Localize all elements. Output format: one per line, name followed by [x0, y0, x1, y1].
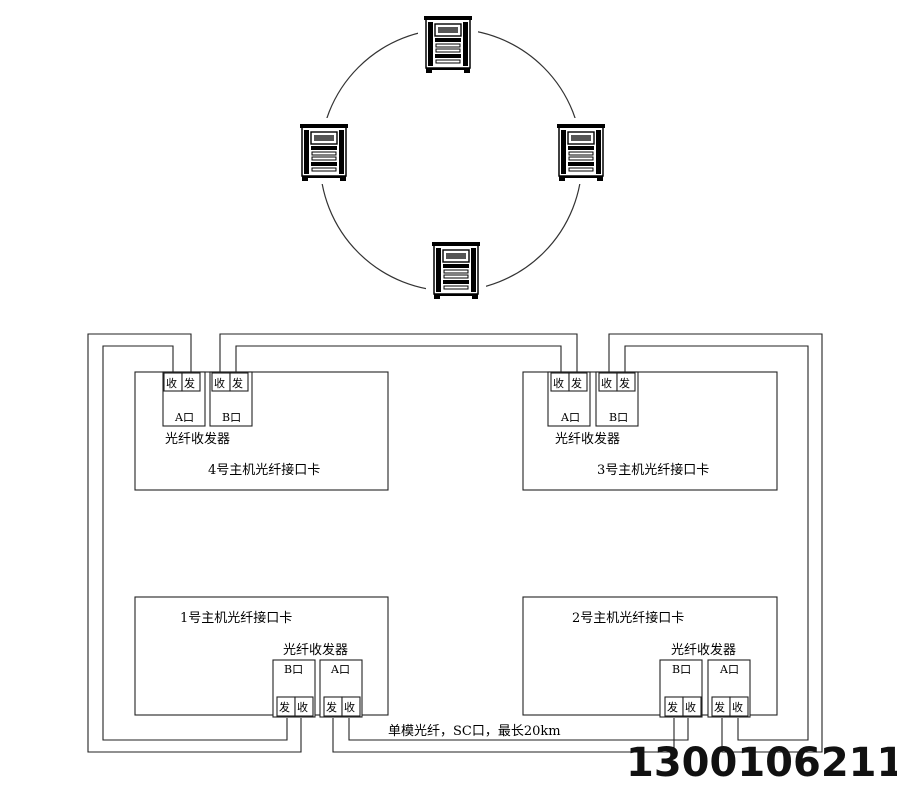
- card-4-title: 4号主机光纤接口卡: [208, 462, 320, 478]
- card-4-b-rx: 收: [214, 376, 225, 390]
- card-4-transceiver-label: 光纤收发器: [165, 431, 230, 447]
- card-3-a-rx: 收: [553, 376, 564, 390]
- card-2-a-tx: 发: [714, 700, 725, 714]
- card-3-a-tx: 发: [571, 376, 582, 390]
- server-cabinet-icon: [551, 118, 611, 184]
- card-4: 收 发 收 发 A口 B口 光纤收发器 4号主机光纤接口卡: [134, 371, 389, 491]
- fiber-cable: [87, 333, 302, 753]
- fiber-cable: [624, 345, 809, 741]
- card-1: 发 收 发 收 B口 A口 光纤收发器 1号主机光纤接口卡: [134, 596, 389, 718]
- card-3-title: 3号主机光纤接口卡: [597, 462, 709, 478]
- card-2-b-rx-cell: [682, 696, 702, 717]
- card-4-a-tx-cell: [181, 372, 201, 392]
- card-1-a-tx: 发: [326, 700, 337, 714]
- phone-number-watermark: 13001062119: [626, 740, 897, 786]
- card-2-transceiver-label: 光纤收发器: [671, 642, 736, 658]
- fiber-cable: [235, 345, 562, 373]
- fiber-cable: [219, 333, 578, 373]
- card-1-a-rx: 收: [344, 700, 355, 714]
- card-1-transceiver-label: 光纤收发器: [283, 642, 348, 658]
- card-4-port-a-label: A口: [174, 411, 194, 424]
- server-cabinet-icon: [426, 236, 486, 302]
- card-2-port-a-label: A口: [719, 663, 739, 676]
- card-3-transceiver-label: 光纤收发器: [555, 431, 620, 447]
- card-1-port-a-label: A口: [330, 663, 350, 676]
- card-2-title: 2号主机光纤接口卡: [572, 610, 684, 626]
- card-4-b-tx-cell: [229, 372, 249, 392]
- server-cabinet-icon: [294, 118, 354, 184]
- fiber-cable: [332, 718, 675, 753]
- card-2: 发 收 发 收 B口 A口 光纤收发器 2号主机光纤接口卡: [522, 596, 778, 718]
- card-1-b-rx: 收: [297, 700, 308, 714]
- card-1-b-tx: 发: [279, 700, 290, 714]
- card-4-b-tx: 发: [232, 376, 243, 390]
- server-cabinet-icon: [418, 10, 478, 76]
- card-1-panel: [134, 596, 389, 716]
- card-3-port-b-label: B口: [609, 411, 628, 424]
- card-3-port-a-label: A口: [560, 411, 580, 424]
- card-3: 收 发 收 发 A口 B口 光纤收发器 3号主机光纤接口卡: [522, 371, 778, 491]
- fiber-cable: [348, 718, 689, 741]
- card-2-port-b-label: B口: [672, 663, 691, 676]
- card-3-b-rx: 收: [601, 376, 612, 390]
- card-2-b-tx: 发: [667, 700, 678, 714]
- card-2-a-rx-cell: [729, 696, 749, 717]
- card-4-a-tx: 发: [184, 376, 195, 390]
- card-1-title: 1号主机光纤接口卡: [180, 610, 292, 626]
- fiber-cables: [87, 333, 823, 753]
- card-2-b-rx: 收: [685, 700, 696, 714]
- card-1-a-rx-cell: [341, 696, 361, 717]
- card-3-b-tx: 发: [619, 376, 630, 390]
- card-3-b-tx-cell: [616, 372, 636, 392]
- fiber-cable: [102, 345, 288, 741]
- card-3-a-tx-cell: [568, 372, 588, 392]
- card-2-a-rx: 收: [732, 700, 743, 714]
- card-4-a-rx: 收: [166, 376, 177, 390]
- card-1-b-rx-cell: [294, 696, 314, 717]
- fiber-cable: [608, 333, 823, 753]
- card-4-port-b-label: B口: [222, 411, 241, 424]
- fiber-spec-note: 单模光纤，SC口，最长20km: [388, 724, 561, 739]
- card-1-port-b-label: B口: [284, 663, 303, 676]
